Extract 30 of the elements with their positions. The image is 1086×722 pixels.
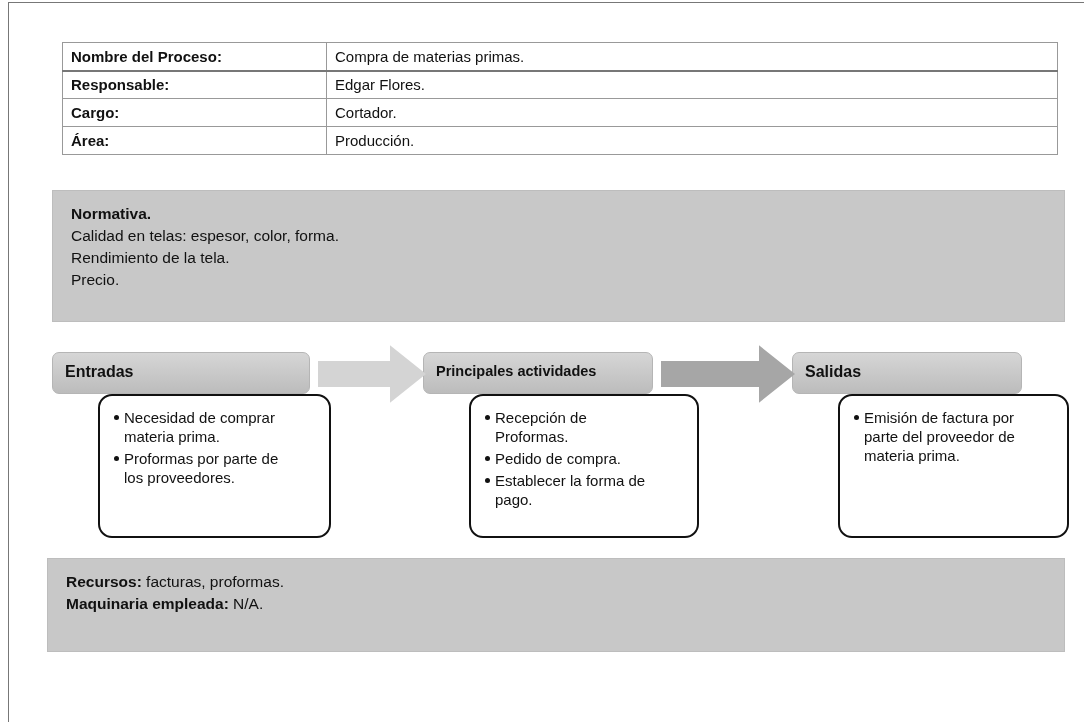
field-value: Cortador. (326, 98, 1058, 127)
bullet-list-box (98, 394, 331, 538)
stage-header: Salidas (792, 352, 1022, 394)
bullet-item: Recepción de Proformas. (495, 408, 588, 446)
bullet-list-box (469, 394, 699, 538)
panel-text: Recursos: facturas, proformas. (66, 572, 285, 592)
panel-text: Maquinaria empleada: N/A. (66, 594, 265, 614)
bullet-item: Proformas por parte de los proveedores. (124, 449, 280, 487)
info-panel (47, 558, 1065, 652)
field-value: Producción. (326, 126, 1058, 155)
bullet-item: Necesidad de comprar materia prima. (124, 408, 276, 446)
bullet-item: Pedido de compra. (495, 449, 621, 468)
stage-header: Principales actividades (423, 352, 653, 394)
bullet-item: Emisión de factura por parte del proveedor de materia prima. (864, 408, 1016, 465)
panel-text: Calidad en telas: espesor, color, forma. (71, 226, 340, 246)
field-name: Responsable: (62, 70, 327, 99)
field-name: Área: (62, 126, 327, 155)
field-name: Nombre del Proceso: (62, 42, 327, 71)
bullet-item: Establecer la forma de pago. (495, 471, 647, 509)
block-arrow (318, 345, 426, 403)
info-panel (52, 190, 1065, 322)
panel-text: Precio. (71, 270, 121, 290)
field-value: Compra de materias primas. (326, 42, 1058, 71)
bullet-list-box (838, 394, 1069, 538)
panel-text: Normativa. (71, 204, 153, 224)
stage-header: Entradas (52, 352, 310, 394)
panel-text: Rendimiento de la tela. (71, 248, 231, 268)
field-value: Edgar Flores. (326, 70, 1058, 99)
field-name: Cargo: (62, 98, 327, 127)
block-arrow (661, 345, 795, 403)
